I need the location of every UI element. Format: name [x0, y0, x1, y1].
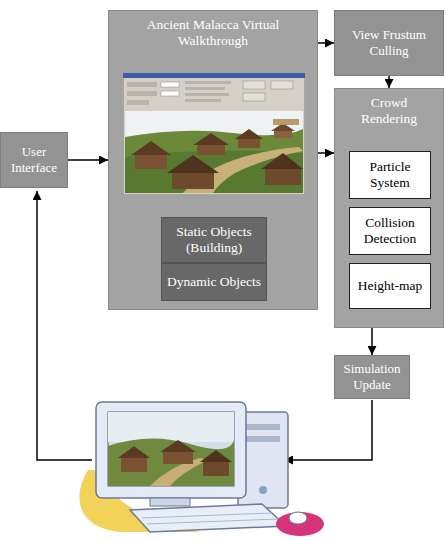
- pc-keyboard: [130, 504, 286, 532]
- flow-arrow: [318, 152, 334, 154]
- node-label: Dynamic Objects: [167, 274, 261, 290]
- node-label: Height-map: [358, 278, 422, 294]
- flow-arrow: [388, 76, 390, 88]
- return-line: [284, 400, 372, 460]
- node-label: Particle System: [354, 159, 426, 191]
- object-box: Static Objects (Building): [161, 217, 267, 263]
- node-label: View Frustum Culling: [339, 27, 439, 58]
- node-label: Collision Detection: [354, 215, 426, 247]
- pc-mouse: [289, 512, 307, 524]
- process-box: Simulation Update: [334, 355, 410, 399]
- component-box: Particle System: [349, 151, 431, 199]
- flow-arrow: [371, 328, 373, 355]
- process-box: User Interface: [0, 132, 68, 188]
- node-label: User Interface: [5, 144, 63, 175]
- return-line: [37, 191, 92, 460]
- node-label: Ancient Malacca Virtual Walkthrough: [115, 17, 311, 49]
- walkthrough-screenshot: [123, 73, 305, 195]
- flow-arrow: [68, 159, 108, 161]
- component-box: Height-map: [349, 263, 431, 309]
- object-box: Dynamic Objects: [161, 263, 267, 301]
- node-label: Crowd Rendering: [341, 95, 437, 127]
- component-box: Collision Detection: [349, 207, 431, 255]
- system-panel: Ancient Malacca Virtual WalkthroughStati…: [108, 10, 318, 310]
- node-label: Static Objects (Building): [166, 224, 262, 256]
- module-panel: Crowd RenderingParticle SystemCollision …: [334, 88, 444, 328]
- flow-arrow: [318, 42, 334, 44]
- process-box: View Frustum Culling: [334, 10, 444, 76]
- mouse-pad: [276, 512, 324, 536]
- pc-monitor: [96, 402, 246, 498]
- node-label: Simulation Update: [339, 361, 405, 392]
